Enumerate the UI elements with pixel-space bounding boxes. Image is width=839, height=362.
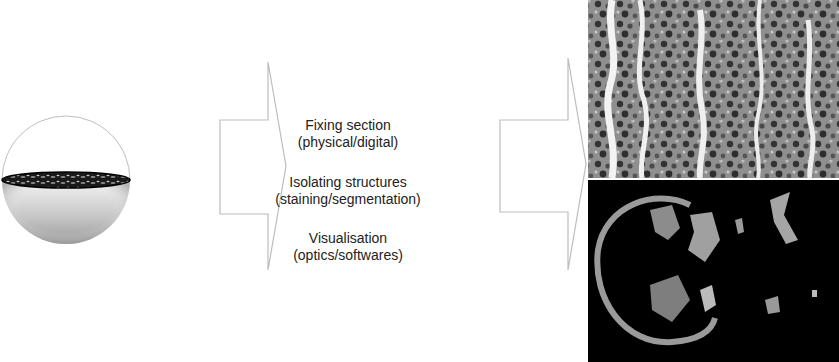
lower-hemisphere: [2, 180, 130, 244]
bone-fragment: [812, 290, 817, 297]
lumen-gap: [608, 0, 614, 178]
step-label: Visualisation (optics/softwares): [258, 230, 438, 264]
flow-arrow: [220, 62, 286, 270]
bone-fragment: [700, 285, 716, 312]
lumen-gap: [699, 10, 704, 178]
segmentation-image: [588, 180, 839, 362]
image-ground: [588, 180, 839, 362]
bone-fragment: [650, 205, 680, 240]
bone-fragment: [650, 275, 690, 322]
tissue-texture: [588, 0, 839, 178]
bone-fragment: [735, 218, 744, 234]
flow-arrow: [500, 58, 586, 270]
step-label: Fixing section (physical/digital): [258, 117, 438, 151]
hemisphere-shade: [2, 180, 130, 244]
histology-image: [588, 0, 839, 178]
bone-fragment: [688, 212, 720, 262]
lumen-gap: [808, 20, 813, 178]
section-plane: [2, 172, 130, 188]
sphere-illustration: [2, 116, 130, 244]
lumen-gap: [639, 0, 646, 178]
bone-fragment: [765, 296, 780, 314]
upper-outline: [2, 116, 130, 180]
step-label: Isolating structures (staining/segmentat…: [258, 174, 438, 208]
lumen-gap: [756, 0, 762, 178]
bone-fragment: [770, 192, 798, 244]
